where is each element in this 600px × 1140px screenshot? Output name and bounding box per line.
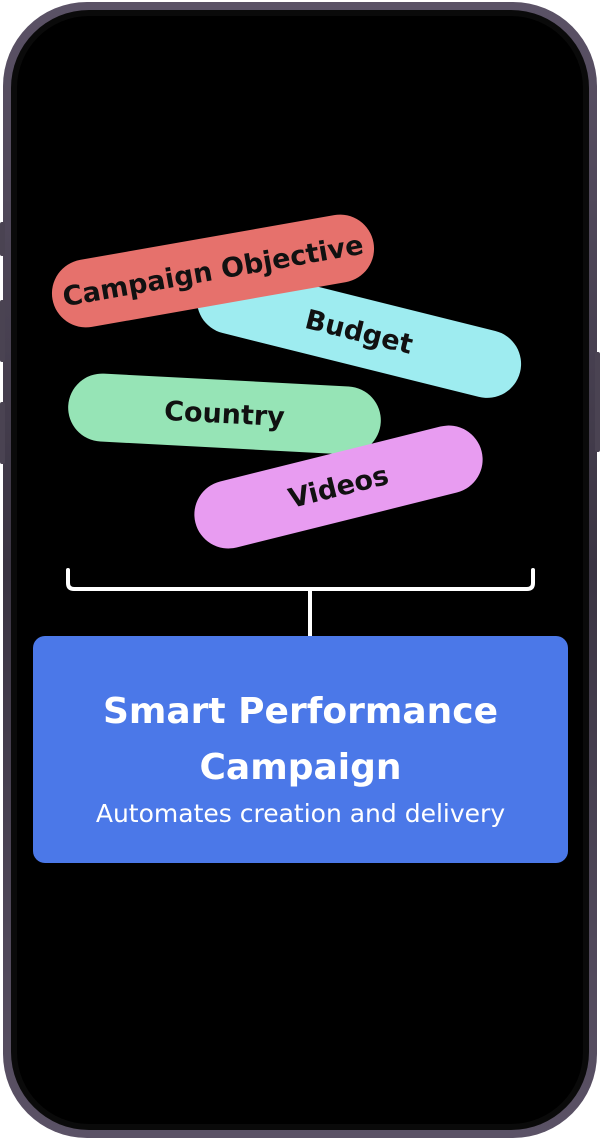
volume-down-button — [0, 402, 5, 464]
phone-frame — [3, 2, 597, 1138]
phone-bezel — [11, 10, 589, 1130]
output-subtitle: Automates creation and delivery — [95, 799, 506, 828]
input-pill-label: Budget — [302, 303, 416, 361]
silent-switch — [0, 222, 5, 256]
smart-performance-campaign-box: Smart Performance Campaign Automates cre… — [33, 636, 568, 863]
input-pill-label: Videos — [285, 459, 392, 515]
volume-up-button — [0, 300, 5, 362]
phone-screen — [17, 16, 583, 1124]
output-title: Smart Performance Campaign — [102, 691, 499, 788]
power-button — [595, 352, 600, 452]
input-pill-label: Country — [163, 395, 286, 433]
